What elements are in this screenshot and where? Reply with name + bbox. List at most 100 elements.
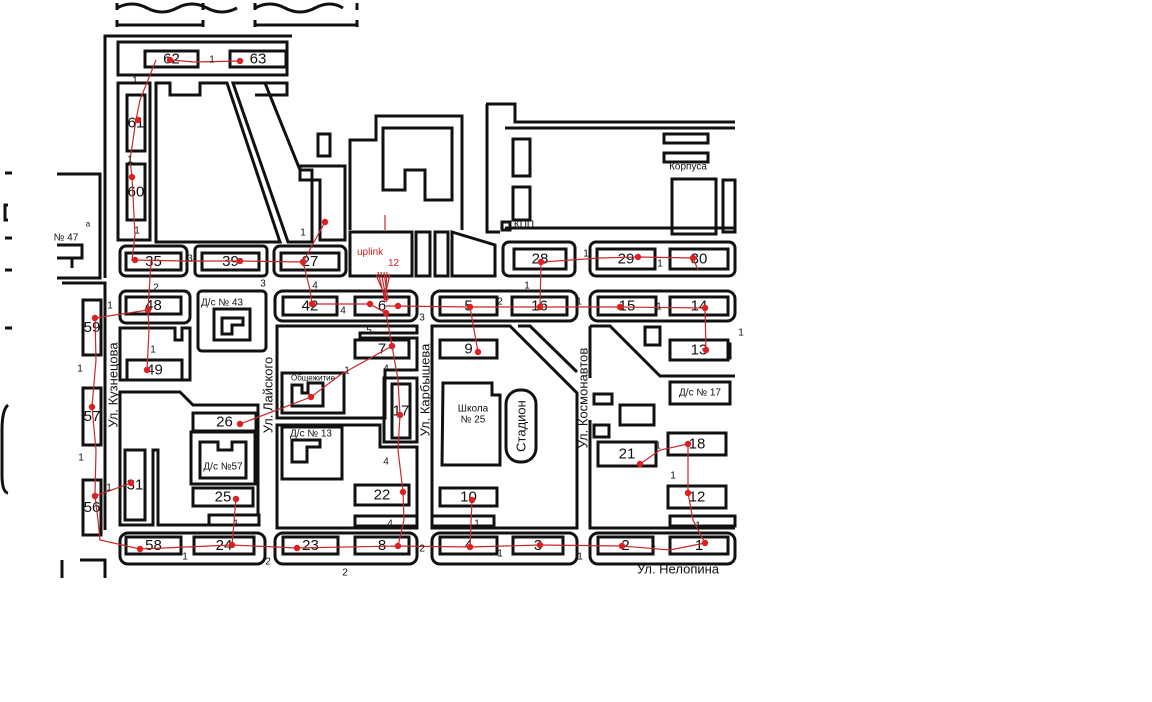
link-count-label: 1 — [233, 519, 239, 530]
network-link — [231, 256, 699, 548]
link-count-label: 1 — [670, 471, 676, 482]
factory-building — [670, 177, 718, 236]
building-48: 48 — [124, 295, 183, 316]
school-label: Школа — [458, 404, 489, 415]
network-node — [366, 300, 374, 308]
small-building — [353, 514, 419, 528]
uplink-label: uplink — [357, 247, 384, 258]
building-outline — [353, 535, 411, 556]
network-link — [239, 345, 393, 425]
street-bottom: Ул. Нелопина — [637, 562, 720, 577]
building-18: 18 — [666, 431, 728, 457]
link-count-label: 1 — [650, 539, 656, 550]
network-node — [308, 300, 316, 308]
network-nodes — [88, 56, 710, 553]
factory-inner — [505, 126, 735, 230]
building-number: 63 — [250, 51, 267, 68]
building-59: 59 — [81, 298, 103, 357]
building-number: 1 — [695, 537, 703, 554]
small-building — [430, 514, 496, 528]
network-node — [536, 541, 544, 549]
diagonal-street-east — [590, 324, 735, 378]
building-23: 23 — [281, 535, 340, 556]
factory-building — [721, 178, 737, 234]
kindergarten-13-label: Д/с № 13 — [290, 429, 332, 440]
link-count-label: 1 — [577, 552, 583, 563]
checkpoint-building — [500, 220, 512, 232]
building-60: 60 — [125, 162, 147, 222]
link-count-label: 1 — [474, 519, 480, 530]
link-count-label: 1 — [106, 483, 112, 494]
building-number: 22 — [374, 487, 391, 504]
block-school — [430, 324, 579, 530]
building-13: 13 — [668, 338, 730, 362]
network-node — [236, 57, 244, 65]
network-node — [466, 303, 474, 311]
network-node — [321, 218, 329, 226]
block-25-31 — [118, 390, 260, 527]
network-node — [399, 488, 407, 496]
kindergarten-17-label: Д/с № 17 — [679, 388, 721, 399]
network-node — [293, 544, 301, 552]
kindergarten-43-label: Д/с № 43 — [201, 298, 243, 309]
building-number: 13 — [691, 342, 708, 359]
network-node — [701, 539, 709, 547]
network-node — [689, 254, 697, 262]
dormitory-label: Общежитие — [291, 374, 336, 383]
link-count-label: 1 — [78, 453, 84, 464]
network-node — [127, 479, 135, 487]
no47-suffix: а — [86, 220, 91, 229]
network-node — [684, 440, 692, 448]
building-outline — [124, 295, 183, 316]
building-number: 12 — [689, 489, 706, 506]
building-number: 18 — [689, 436, 706, 453]
building-number: 8 — [378, 537, 386, 554]
building-1: 1 — [668, 535, 730, 556]
building-outline — [596, 440, 658, 468]
link-count-label: 2 — [419, 544, 425, 555]
block-dormitory — [275, 324, 419, 420]
network-node — [91, 314, 99, 322]
block-uplink-area — [348, 114, 464, 230]
road-edge — [103, 34, 292, 278]
link-count-label: 4 — [383, 457, 389, 468]
network-node — [131, 256, 139, 264]
small-building — [643, 325, 662, 347]
building-number: 56 — [84, 499, 101, 516]
kindergarten-43-inner — [220, 316, 245, 336]
link-count-label: 4 — [383, 364, 389, 375]
block-4-3 — [430, 531, 579, 566]
building-outline — [390, 382, 412, 440]
factory-building — [511, 137, 532, 178]
building-9: 9 — [438, 338, 499, 360]
building-21: 21 — [596, 440, 658, 468]
building-outline — [668, 535, 730, 556]
building-outline — [668, 295, 730, 317]
building-57: 57 — [81, 386, 103, 447]
edge-marks — [3, 171, 12, 330]
factory-boundary — [485, 102, 735, 234]
uplink-count: 12 — [388, 258, 400, 269]
link-count-label: 2 — [153, 283, 159, 294]
building-number: 2 — [621, 537, 629, 554]
building-outline — [125, 358, 184, 382]
link-count-label: 3 — [260, 279, 266, 290]
block-28 — [501, 240, 577, 278]
building-number: 59 — [84, 319, 101, 336]
network-node — [636, 460, 644, 468]
dormitory-inner — [290, 381, 325, 408]
link-count-label: 1 — [524, 281, 530, 292]
stadium-label: Стадион — [514, 400, 529, 452]
building-outline — [353, 338, 411, 360]
kindergarten-17-building — [668, 380, 732, 406]
no47-label: № 47 — [54, 233, 79, 244]
link-count-label: 1 — [134, 226, 140, 237]
link-count-label: 1 — [656, 302, 662, 313]
network-node — [537, 258, 545, 266]
building-62: 62 — [143, 49, 200, 69]
building-outline — [595, 247, 657, 271]
link-count-label: 1 — [657, 259, 663, 270]
building-number: 9 — [464, 341, 472, 358]
checkpoint-label: КПП — [514, 220, 534, 231]
